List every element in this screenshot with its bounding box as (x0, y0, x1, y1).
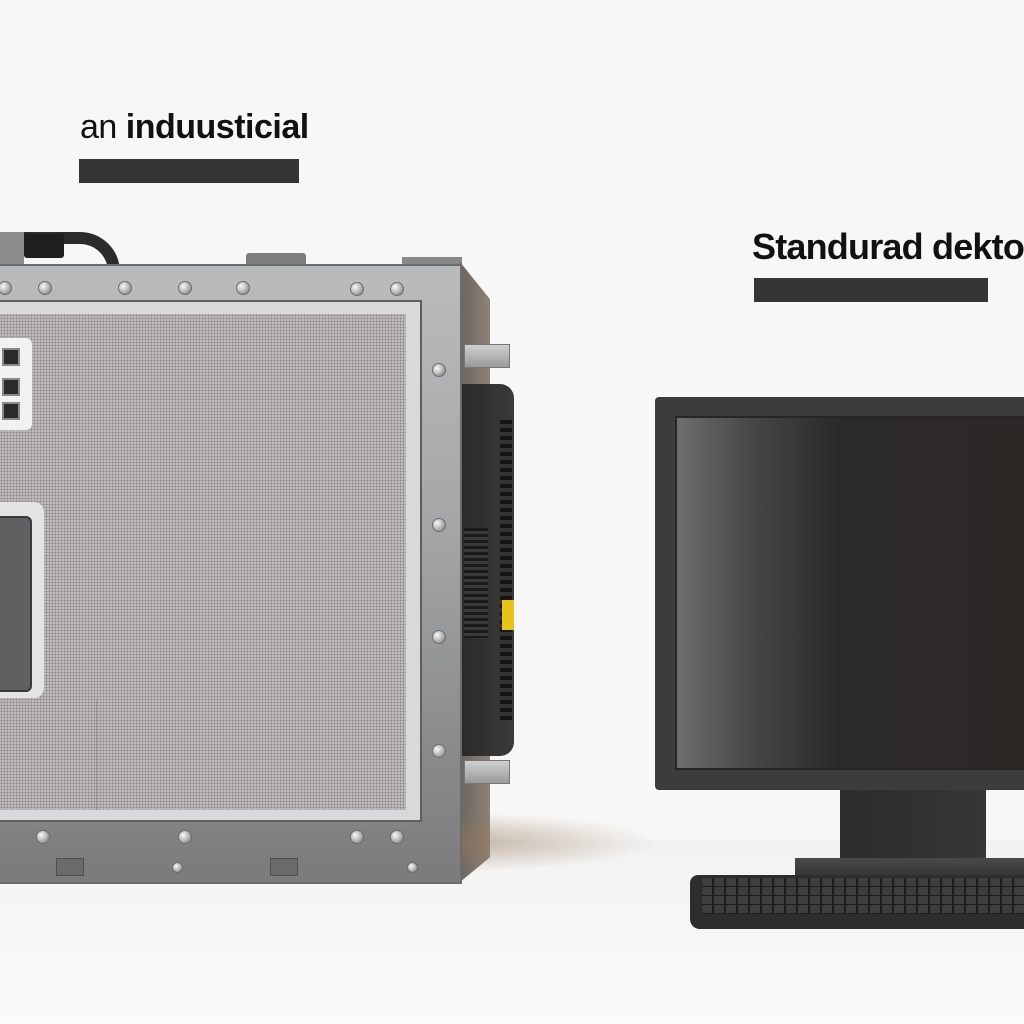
toggle-switch-icon (2, 348, 20, 366)
desktop-label-bar (754, 278, 988, 302)
screw-icon (36, 830, 50, 844)
screw-icon (350, 282, 364, 296)
keyboard-keys (702, 878, 1024, 914)
toggle-switch-icon (2, 378, 20, 396)
screw-icon (38, 281, 52, 295)
screw-icon (178, 281, 192, 295)
perforated-mesh-panel (0, 314, 406, 810)
screw-icon (432, 363, 446, 377)
industrial-label-bar (79, 159, 299, 183)
screw-icon (390, 830, 404, 844)
desktop-label: Standurad dekto (752, 226, 1024, 267)
screw-icon (390, 282, 404, 296)
control-panel-inset (0, 516, 32, 692)
enclosure-shadow (440, 812, 660, 872)
hinge-top (464, 344, 510, 368)
screw-icon (407, 862, 418, 873)
screw-icon (178, 830, 192, 844)
industrial-label-main: induusticial (125, 108, 309, 146)
vent-grille-side (500, 420, 512, 720)
monitor-stand (840, 790, 986, 860)
industrial-label: an induusticial (80, 108, 309, 147)
cable-connector (24, 234, 64, 258)
screw-icon (432, 744, 446, 758)
switch-panel-small (0, 338, 32, 430)
screw-icon (236, 281, 250, 295)
latch-slot (56, 858, 84, 876)
latch-slot (270, 858, 298, 876)
hinge-bottom (464, 760, 510, 784)
screw-icon (432, 518, 446, 532)
vent-grille (464, 528, 488, 638)
mesh-seam (96, 700, 97, 810)
top-mount-tab (246, 253, 306, 267)
toggle-switch-icon (2, 402, 20, 420)
top-mount-tab-right (402, 257, 462, 267)
monitor-screen (675, 416, 1024, 770)
cable-clamp (0, 232, 24, 266)
screw-icon (350, 830, 364, 844)
industrial-label-prefix: an (80, 108, 117, 146)
screw-icon (172, 862, 183, 873)
warning-label-icon (502, 600, 514, 630)
screw-icon (118, 281, 132, 295)
screw-icon (0, 281, 12, 295)
screw-icon (432, 630, 446, 644)
